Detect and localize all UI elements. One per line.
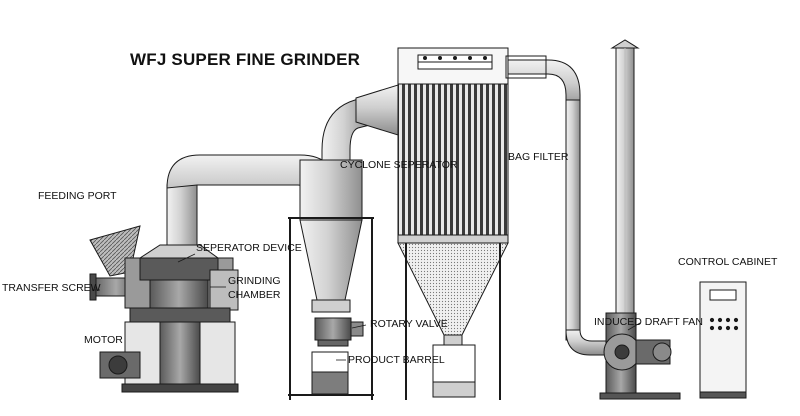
rotary-valve bbox=[314, 317, 364, 347]
bag-filter-pulse-headers bbox=[423, 56, 487, 60]
label-feeding-port: FEEDING PORT bbox=[38, 190, 117, 202]
label-grinding-chamber-line1: GRINDING bbox=[228, 275, 281, 287]
grinder-motor bbox=[99, 351, 141, 379]
leader-lines bbox=[92, 253, 641, 361]
label-separator-device: SEPERATOR DEVICE bbox=[196, 242, 302, 254]
duct-cyclone-to-filter bbox=[355, 84, 399, 136]
grinding-chamber bbox=[124, 244, 239, 311]
diagram-title: WFJ SUPER FINE GRINDER bbox=[130, 50, 361, 69]
cyclone-frame bbox=[288, 217, 374, 400]
duct-grinder-to-cyclone bbox=[166, 94, 371, 256]
label-grinding-chamber-line2: CHAMBER bbox=[228, 289, 281, 301]
bag-filter-legs bbox=[405, 243, 501, 400]
label-motor: MOTOR bbox=[84, 334, 123, 346]
label-bag-filter: BAG FILTER bbox=[508, 151, 569, 163]
label-cyclone-separator: CYCLONE SEPERATOR bbox=[340, 159, 458, 171]
grinder-base bbox=[121, 307, 239, 393]
product-barrel-right bbox=[432, 344, 476, 398]
cyclone-separator bbox=[299, 159, 363, 313]
induced-draft-fan bbox=[599, 312, 681, 400]
product-barrel-left bbox=[311, 351, 349, 395]
label-product-barrel: PRODUCT BARREL bbox=[348, 354, 445, 366]
control-cabinet bbox=[699, 281, 747, 399]
label-induced-draft-fan: INDUCED DRAFT FAN bbox=[594, 316, 703, 328]
label-control-cabinet: CONTROL CABINET bbox=[678, 256, 778, 268]
label-rotary-valve: ROTARY VALVE bbox=[370, 318, 448, 330]
exhaust-stack bbox=[610, 39, 640, 314]
label-transfer-screw: TRANSFER SCREW bbox=[2, 282, 101, 294]
bag-filter bbox=[397, 47, 509, 346]
duct-filter-to-fan bbox=[505, 55, 616, 356]
